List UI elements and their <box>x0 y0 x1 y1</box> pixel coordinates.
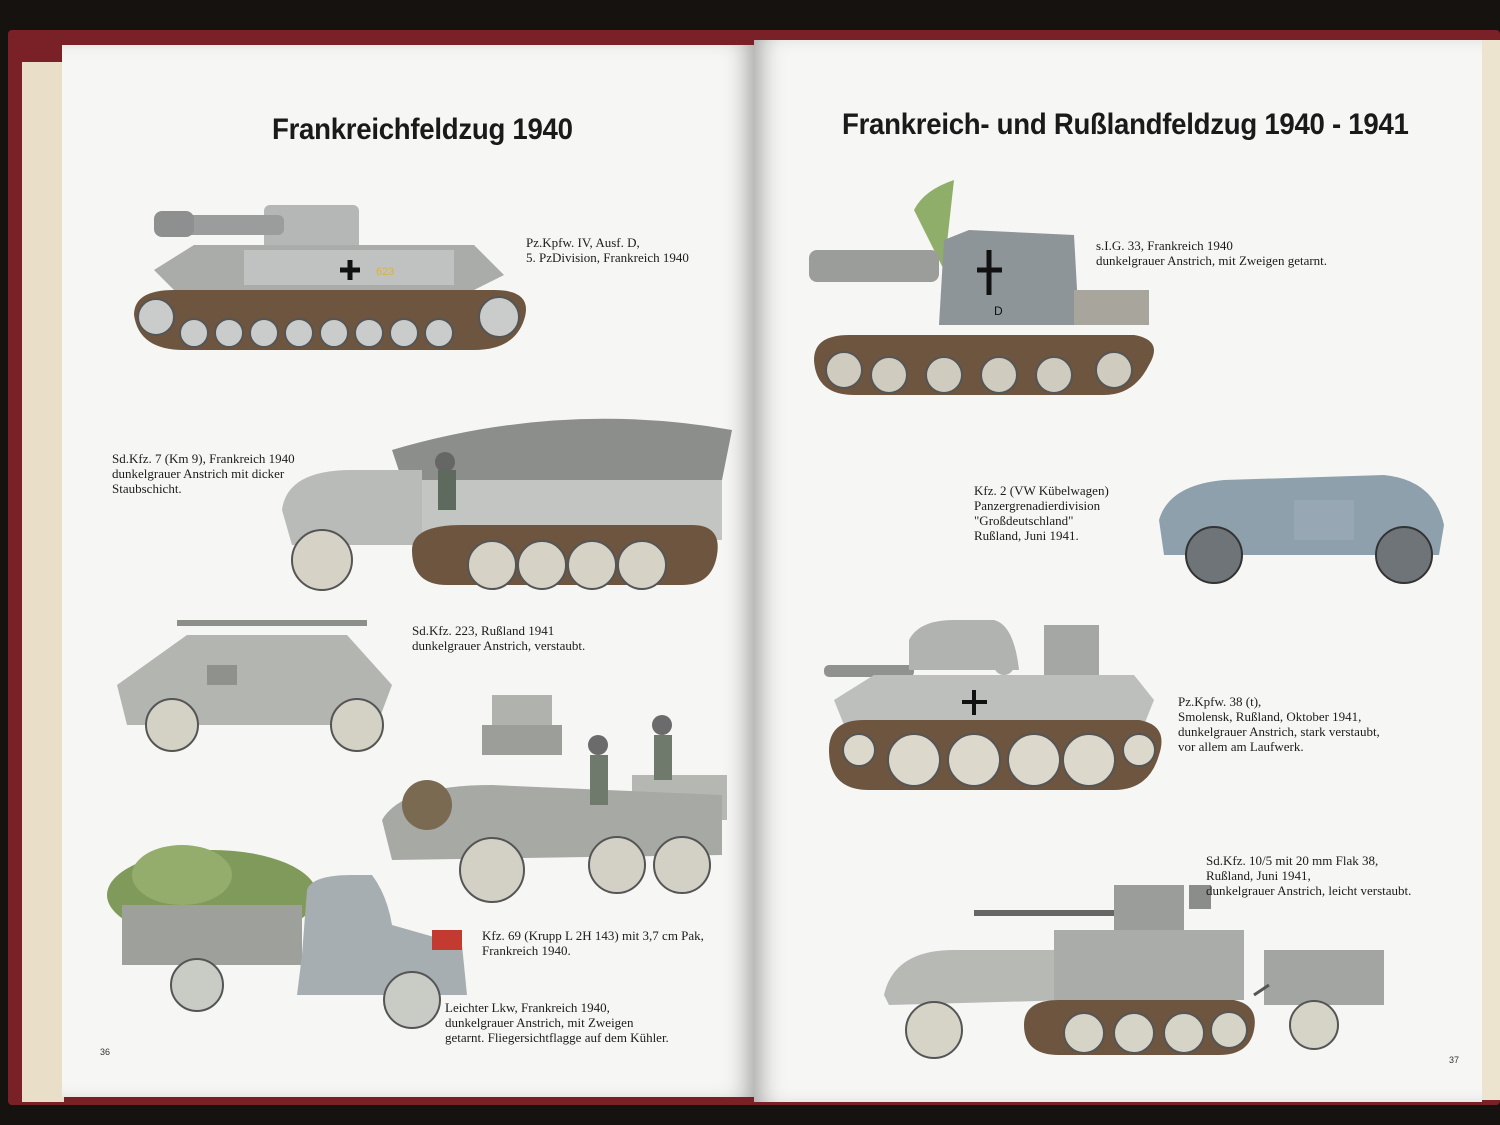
pzkpfw38t-illustration <box>824 620 1162 790</box>
caption-kfz69: Kfz. 69 (Krupp L 2H 143) mit 3,7 cm Pak,… <box>482 928 704 958</box>
caption-sdkfz10: Sd.Kfz. 10/5 mit 20 mm Flak 38, Rußland,… <box>1206 853 1411 898</box>
caption-kfz2: Kfz. 2 (VW Kübelwagen) Panzergrenadierdi… <box>974 483 1109 543</box>
caption-line: vor allem am Laufwerk. <box>1178 739 1304 754</box>
caption-line: Frankreich 1940. <box>482 943 571 958</box>
caption-sdkfz7: Sd.Kfz. 7 (Km 9), Frankreich 1940 dunkel… <box>112 451 295 496</box>
caption-line: 5. PzDivision, Frankreich 1940 <box>526 250 689 265</box>
caption-sdkfz223: Sd.Kfz. 223, Rußland 1941 dunkelgrauer A… <box>412 623 585 653</box>
caption-line: Smolensk, Rußland, Oktober 1941, <box>1178 709 1362 724</box>
caption-line: Panzergrenadierdivision <box>974 498 1101 513</box>
caption-line: Kfz. 69 (Krupp L 2H 143) mit 3,7 cm Pak, <box>482 928 704 943</box>
pzkpfw-iv-illustration: 623 <box>134 205 526 350</box>
caption-line: Staubschicht. <box>112 481 182 496</box>
caption-line: Sd.Kfz. 223, Rußland 1941 <box>412 623 555 638</box>
caption-line: Rußland, Juni 1941. <box>974 528 1079 543</box>
caption-line: dunkelgrauer Anstrich mit dicker <box>112 466 285 481</box>
caption-line: dunkelgrauer Anstrich, verstaubt. <box>412 638 586 653</box>
left-page-title: Frankreichfeldzug 1940 <box>272 113 573 146</box>
sdkfz223-armored-car-illustration <box>117 620 392 752</box>
caption-line: dunkelgrauer Anstrich, leicht verstaubt. <box>1206 883 1412 898</box>
caption-line: Sd.Kfz. 10/5 mit 20 mm Flak 38, <box>1206 853 1379 868</box>
caption-line: Pz.Kpfw. IV, Ausf. D, <box>526 235 640 250</box>
page-edges-right <box>1478 40 1500 1100</box>
page-number-right: 37 <box>1449 1055 1460 1065</box>
sig33-illustration: D <box>809 180 1154 395</box>
sig-letter-marking: D <box>994 304 1003 318</box>
left-page: Frankreichfeldzug 1940 623 Pz.Kpfw. IV, … <box>62 45 754 1097</box>
sdkfz7-halftrack-illustration <box>282 418 732 591</box>
leichter-lkw-illustration <box>107 845 467 1029</box>
caption-line: dunkelgrauer Anstrich, mit Zweigen getar… <box>1096 253 1328 268</box>
caption-line: s.I.G. 33, Frankreich 1940 <box>1096 238 1233 253</box>
caption-line: Leichter Lkw, Frankreich 1940, <box>445 1000 610 1015</box>
caption-line: dunkelgrauer Anstrich, mit Zweigen <box>445 1015 634 1030</box>
caption-line: dunkelgrauer Anstrich, stark verstaubt, <box>1178 724 1380 739</box>
sdkfz10-flak-illustration <box>884 885 1384 1059</box>
kfz69-krupp-illustration <box>382 695 727 903</box>
right-page-title: Frankreich- und Rußlandfeldzug 1940 - 19… <box>842 108 1409 141</box>
caption-line: getarnt. Fliegersichtflagge auf dem Kühl… <box>445 1030 669 1045</box>
caption-pzkpfw-iv: Pz.Kpfw. IV, Ausf. D, 5. PzDivision, Fra… <box>526 235 689 265</box>
caption-pzkpfw38t: Pz.Kpfw. 38 (t), Smolensk, Rußland, Okto… <box>1178 694 1380 754</box>
caption-lkw: Leichter Lkw, Frankreich 1940, dunkelgra… <box>445 1000 669 1045</box>
page-number-left: 36 <box>100 1047 111 1057</box>
tank-number-marking: 623 <box>376 266 394 278</box>
caption-line: Sd.Kfz. 7 (Km 9), Frankreich 1940 <box>112 451 295 466</box>
caption-line: Kfz. 2 (VW Kübelwagen) <box>974 483 1109 498</box>
caption-line: Pz.Kpfw. 38 (t), <box>1178 694 1262 709</box>
kfz2-kuebelwagen-illustration <box>1159 475 1444 584</box>
right-page: Frankreich- und Rußlandfeldzug 1940 - 19… <box>754 40 1482 1102</box>
page-edges-left <box>22 62 64 1102</box>
caption-line: Rußland, Juni 1941, <box>1206 868 1311 883</box>
caption-sig33: s.I.G. 33, Frankreich 1940 dunkelgrauer … <box>1096 238 1327 268</box>
caption-line: "Großdeutschland" <box>974 513 1074 528</box>
